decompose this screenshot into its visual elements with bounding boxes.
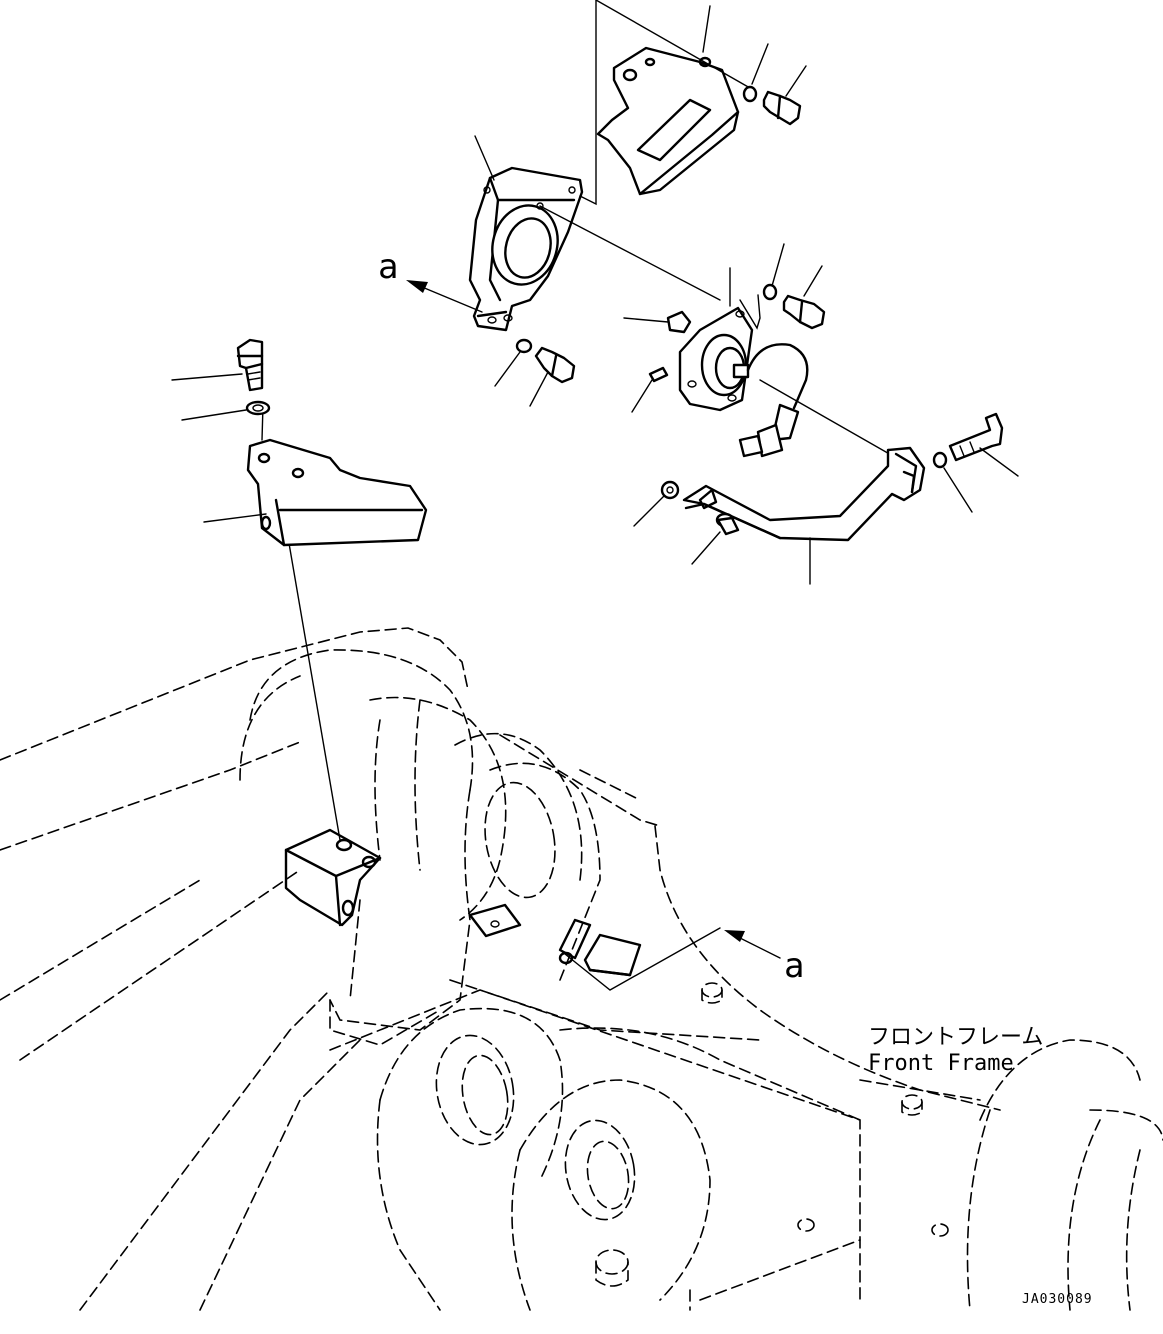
- fasteners: [236, 85, 1004, 500]
- alignment-lines: [261, 0, 901, 991]
- leader-lines: [171, 5, 1019, 585]
- front-frame: [0, 627, 1163, 1311]
- view-label-top: a: [378, 247, 398, 287]
- bracket: [246, 438, 428, 547]
- frame-label-english: Front Frame: [868, 1051, 1014, 1076]
- link-arm: [682, 446, 926, 542]
- flange-plate: [468, 166, 584, 332]
- frame-label-japanese: フロントフレーム: [868, 1025, 1043, 1050]
- sensor-assembly: [648, 306, 809, 458]
- view-arrow-bottom: [724, 930, 781, 959]
- view-label-bottom: a: [784, 946, 804, 986]
- drawing-code: JA030089: [1022, 1292, 1093, 1307]
- cover-plate: [596, 46, 740, 196]
- view-arrow-top: [406, 280, 483, 313]
